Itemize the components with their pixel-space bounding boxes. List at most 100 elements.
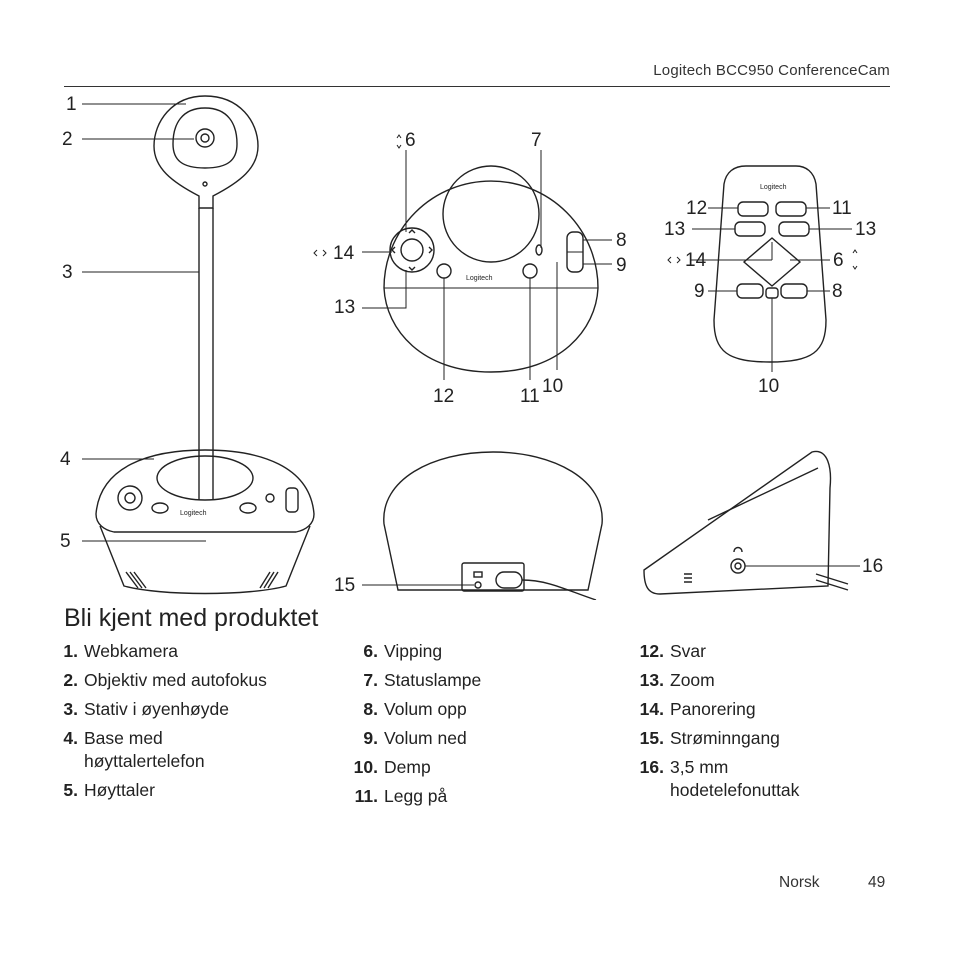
remote-volume-down: [736, 283, 764, 299]
remote-direction-pad: [742, 237, 802, 287]
lens-inner: [200, 133, 210, 143]
remote-control: Logitech: [667, 165, 858, 372]
base-volume-buttons: [285, 487, 299, 513]
base-direction-pad: [117, 485, 143, 511]
base-side-view: [643, 450, 860, 595]
power-port-panel: [461, 562, 525, 592]
remote-callout-10: 10: [758, 376, 779, 397]
callout-4: 4: [60, 449, 71, 470]
list-item: 4.Base med høyttalertelefon: [63, 728, 205, 771]
parts-list-column-3: 12.Svar 13.Zoom 14.Panorering 15.Strømin…: [636, 640, 896, 808]
parts-list-column-2: 6.Vipping 7.Statuslampe 8.Volum opp 9.Vo…: [350, 640, 610, 814]
back-view-body: [383, 523, 603, 591]
product-illustration: Logitech 1 2 3 4 5 Logitech 6 7 14 13 8 …: [60, 94, 883, 600]
callout-1: 1: [66, 94, 77, 115]
base-top-view: Logitech: [313, 134, 612, 380]
list-item: 5.Høyttaler: [63, 780, 155, 800]
power-plug: [495, 571, 523, 589]
base-answer-button: [151, 502, 169, 514]
list-item: 6.Vipping: [363, 641, 443, 661]
back-view-top: [383, 451, 603, 525]
webcam-full-view: Logitech: [82, 95, 315, 595]
list-item: 12.Svar: [639, 641, 706, 661]
list-item: 9.Volum ned: [363, 728, 467, 748]
remote-hangup-button: [775, 201, 807, 217]
side-vents: [684, 573, 692, 583]
parts-list-column-1: 1.Webkamera 2.Objektiv med autofokus 3.S…: [50, 640, 340, 808]
hangup-button: [522, 263, 538, 279]
list-item: 10.Demp: [353, 757, 431, 777]
header-title: Logitech BCC950 ConferenceCam: [653, 62, 890, 79]
remote-callout-13-left: 13: [664, 219, 685, 240]
callout-8: 8: [616, 230, 627, 251]
list-item: 8.Volum opp: [363, 699, 467, 719]
pad-arrows: [391, 229, 433, 271]
top-view-logo-text: Logitech: [466, 275, 493, 282]
remote-callout-11: 11: [832, 198, 852, 219]
side-view-control-edge: [707, 467, 819, 521]
answer-button: [436, 263, 452, 279]
side-cable: [815, 573, 849, 591]
status-light-dot: [202, 181, 208, 187]
base-back-view: [362, 451, 603, 600]
callout-11: 11: [520, 386, 540, 407]
status-lamp: [535, 244, 543, 256]
power-input: [474, 581, 482, 589]
list-item: 3.Stativ i øyenhøyde: [63, 699, 229, 719]
remote-mute-button: [765, 287, 779, 299]
callout-7: 7: [531, 130, 542, 151]
callout-10: 10: [542, 376, 563, 397]
list-item: 14.Panorering: [639, 699, 756, 719]
page-number: 49: [868, 874, 886, 891]
callout-5: 5: [60, 531, 71, 552]
power-cable: [521, 579, 597, 600]
usb-symbol: [473, 571, 483, 578]
remote-answer-button: [737, 201, 769, 217]
remote-zoom-out-button: [778, 221, 810, 237]
webcam-head: [153, 95, 259, 209]
callout-2: 2: [62, 129, 73, 150]
list-item: 2.Objektiv med autofokus: [63, 670, 267, 690]
side-view-body: [643, 450, 832, 595]
page-header: Logitech BCC950 ConferenceCam: [64, 62, 890, 87]
list-item: 7.Statuslampe: [363, 670, 482, 690]
remote-callout-6: 6: [833, 250, 844, 271]
list-item: 11.Legg på: [354, 786, 448, 806]
callout-12: 12: [433, 386, 454, 407]
base-top-outline: [383, 180, 599, 373]
callout-6: 6: [405, 130, 416, 151]
pan-tilt-zoom-pad: [389, 227, 435, 273]
footer-language: Norsk: [779, 874, 820, 891]
callout-3: 3: [62, 262, 73, 283]
remote-logo-text: Logitech: [760, 184, 787, 191]
remote-zoom-in-button: [734, 221, 766, 237]
base-pad-center: [124, 492, 136, 504]
headset-jack: [730, 558, 746, 574]
base-hangup-button: [239, 502, 257, 514]
headphone-symbol: [733, 546, 743, 553]
callout-15: 15: [334, 575, 355, 596]
section-heading: Bli kjent med produktet: [64, 604, 319, 632]
remote-body: [713, 165, 827, 363]
base-logo-text: Logitech: [180, 510, 207, 517]
remote-volume-up: [780, 283, 808, 299]
base-speaker-body: [99, 525, 311, 595]
list-item: 1.Webkamera: [63, 641, 179, 661]
autofocus-lens: [195, 128, 215, 148]
list-item: 15.Strøminngang: [639, 728, 780, 748]
camera-mount-ring: [442, 165, 540, 263]
list-item: 16.3,5 mm hodetelefonuttak: [639, 757, 800, 800]
webcam-front-panel: [172, 107, 238, 169]
remote-callout-9: 9: [694, 281, 705, 302]
list-item: 13.Zoom: [639, 670, 715, 690]
base-center-ring: [156, 455, 254, 501]
remote-callout-13-right: 13: [855, 219, 876, 240]
remote-callout-12: 12: [686, 198, 707, 219]
callout-16: 16: [862, 556, 883, 577]
base-front-lip: [95, 513, 315, 533]
callout-13: 13: [334, 297, 355, 318]
headset-jack-inner: [734, 562, 742, 570]
speaker-vents: [125, 571, 279, 589]
callout-9: 9: [616, 255, 627, 276]
base-mute-button: [265, 493, 275, 503]
